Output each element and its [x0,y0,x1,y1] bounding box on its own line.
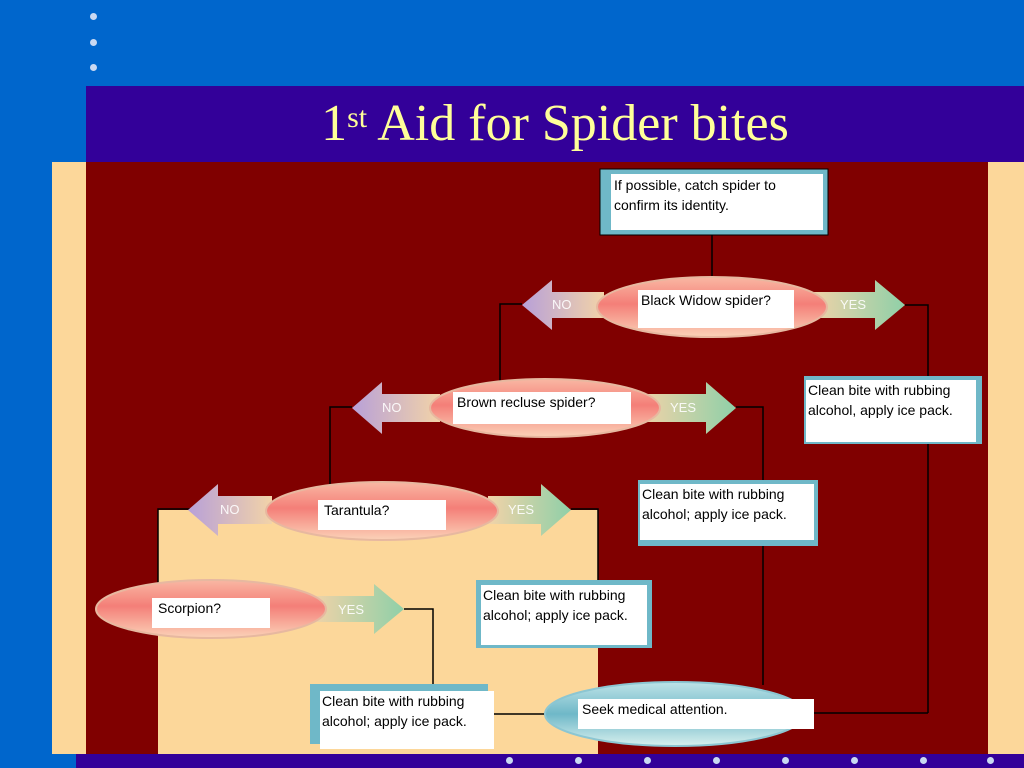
decor-dot [987,757,994,764]
end-box: Seek medical attention. [578,699,814,729]
start-box: If possible, catch spider to confirm its… [611,174,823,230]
decor-dot [90,13,97,20]
yes-label: YES [338,602,364,617]
action-box: Clean bite with rubbing alcohol; apply i… [481,585,647,645]
no-arrow [522,280,604,330]
decor-dot [575,757,582,764]
decor-dot [920,757,927,764]
decor-dot [851,757,858,764]
yes-label: YES [840,297,866,312]
title-band [86,86,1024,162]
decor-dot [90,39,97,46]
right-border-strip [988,162,1024,754]
no-arrow [352,382,440,434]
no-label: NO [382,400,402,415]
decor-dot [506,757,513,764]
no-label: NO [552,297,572,312]
slide-title: 1st Aid for Spider bites [321,95,789,152]
decor-dot [644,757,651,764]
yes-label: YES [508,502,534,517]
no-label: NO [220,502,240,517]
bottom-band [76,754,1024,768]
no-arrow [188,484,272,536]
action-box: Clean bite with rubbing alcohol; apply i… [640,484,814,540]
question-box: Brown recluse spider? [453,392,631,424]
question-box: Tarantula? [318,500,446,530]
yes-arrow [640,382,736,434]
decor-dot [782,757,789,764]
yes-arrow [810,280,905,330]
decor-dot [90,64,97,71]
decor-dot [713,757,720,764]
action-box: Clean bite with rubbing alcohol; apply i… [320,691,494,749]
question-box: Scorpion? [152,598,270,628]
action-box: Clean bite with rubbing alcohol, apply i… [806,380,976,442]
connector-lines [126,234,929,715]
left-border-strip [52,162,86,754]
yes-arrow [488,484,571,536]
yes-label: YES [670,400,696,415]
yes-arrow [312,584,404,634]
question-box: Black Widow spider? [638,290,794,328]
